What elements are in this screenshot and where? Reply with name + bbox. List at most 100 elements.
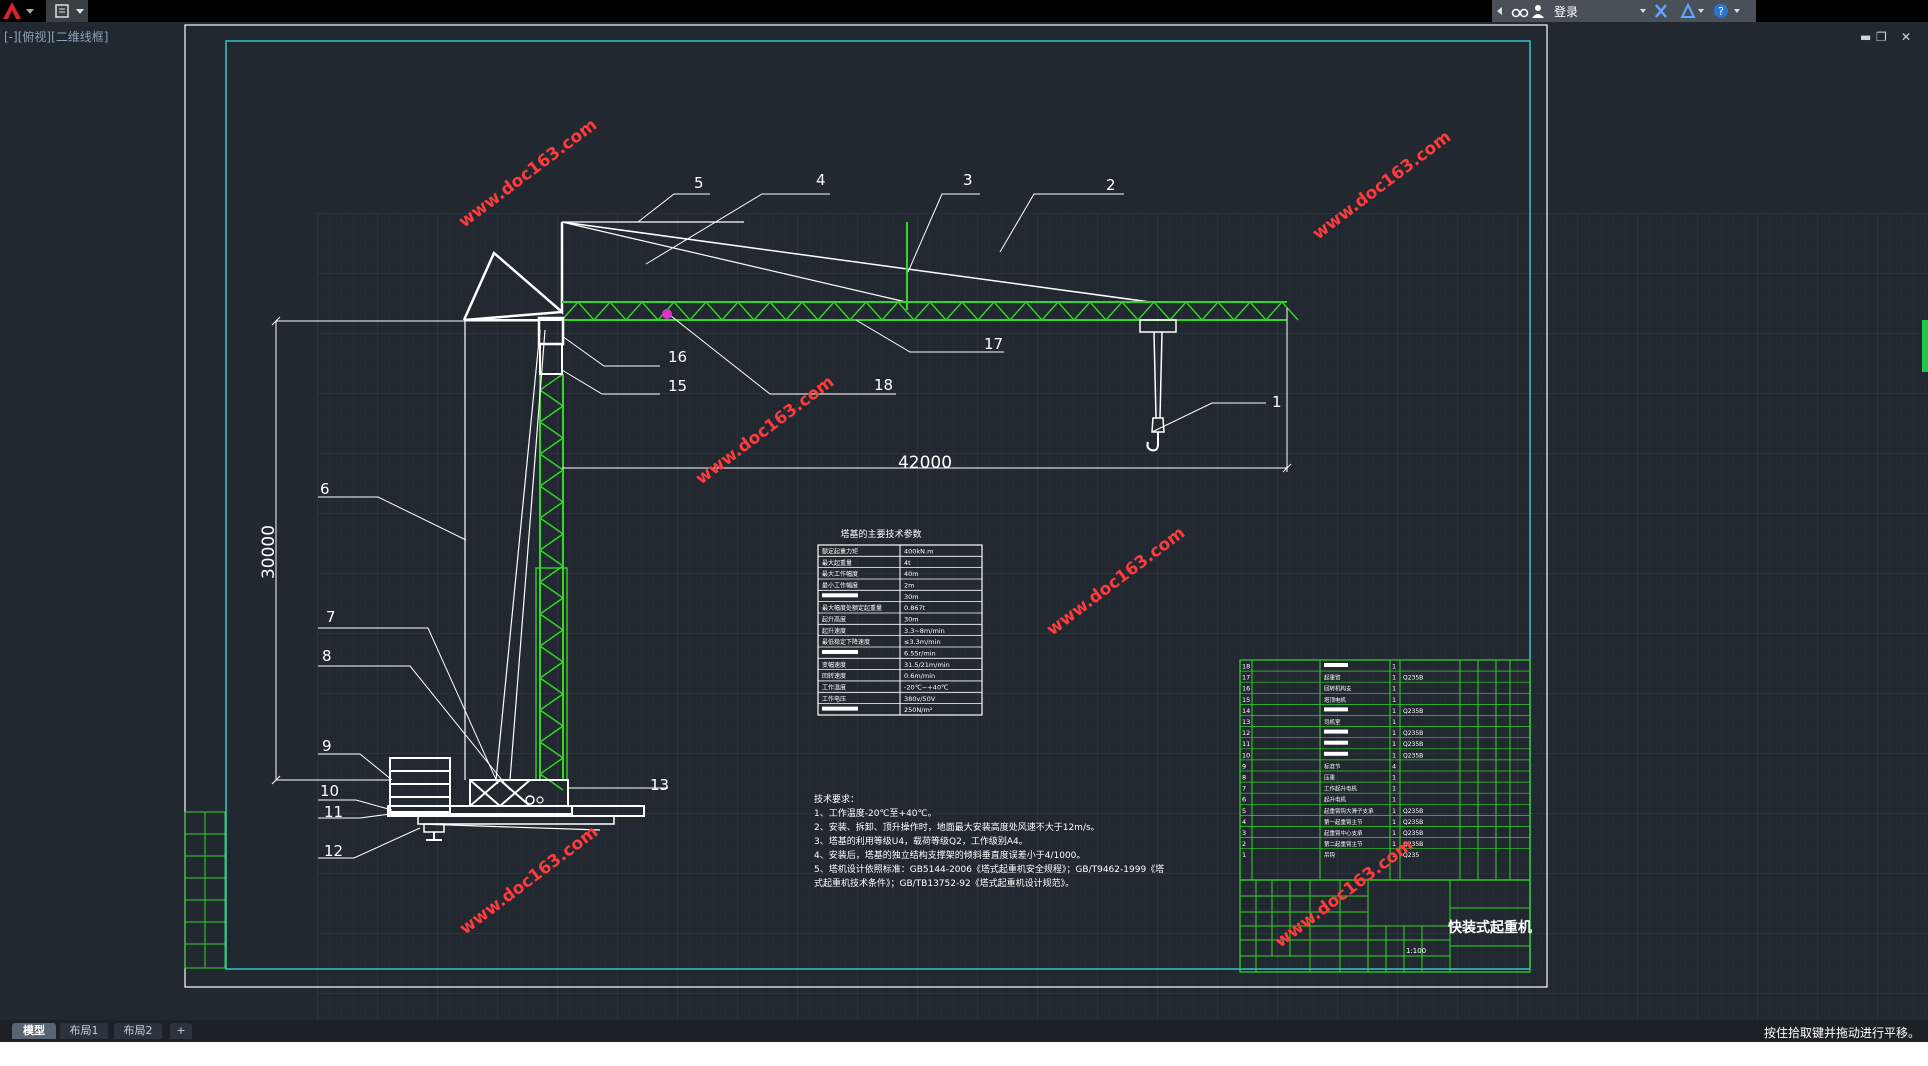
document-edit-icon	[55, 4, 84, 18]
svg-text:18: 18	[874, 376, 893, 394]
close-icon[interactable]: ✕	[1901, 30, 1912, 44]
svg-text:10: 10	[320, 782, 339, 800]
exchange-x-icon	[1655, 4, 1667, 18]
viewport-controls-label[interactable]: [-][俯视][二维线框]	[4, 30, 109, 44]
param-value: 30m	[904, 615, 919, 623]
bom-material: Q235B	[1403, 741, 1423, 748]
hoist-rope-1	[1153, 331, 1157, 419]
leader-lines	[318, 193, 1266, 859]
param-value: 2m	[904, 581, 914, 589]
svg-text:4、安装后，塔基的独立结构支撑架的倾斜垂直度误差小于4/10: 4、安装后，塔基的独立结构支撑架的倾斜垂直度误差小于4/1000。	[814, 849, 1085, 861]
bom-name: 第二起重臂主节	[1324, 840, 1363, 848]
quick-access-toolbar[interactable]	[46, 0, 88, 22]
svg-text:6: 6	[320, 480, 330, 498]
svg-text:技术要求：: 技术要求：	[814, 793, 859, 805]
param-label: 最小工作幅度	[822, 581, 858, 589]
callout-18-marker	[662, 309, 672, 319]
bom-material: Q235B	[1403, 708, 1423, 715]
bom-qty: 1	[1392, 785, 1396, 793]
hook	[1146, 432, 1159, 452]
param-value: 400kN.m	[904, 548, 933, 556]
bom-qty: 1	[1392, 663, 1396, 671]
bom-number: 10	[1242, 751, 1250, 759]
param-label: 变幅速度	[822, 661, 846, 669]
tab-model[interactable]: 模型	[12, 1023, 56, 1039]
dimension-height	[271, 316, 540, 785]
chassis	[387, 757, 645, 841]
bom-number: 15	[1242, 696, 1250, 704]
param-table-title: 塔基的主要技术参数	[840, 528, 921, 540]
restore-icon[interactable]: ❐	[1876, 30, 1887, 44]
bom-number: 12	[1242, 729, 1250, 737]
vertical-scrollbar-thumb[interactable]	[1922, 320, 1928, 372]
tab-layout1[interactable]: 布局1	[60, 1023, 108, 1039]
bom-name: 工作起升电机	[1324, 785, 1358, 793]
grid-major	[317, 213, 1928, 1020]
svg-text:?: ?	[1718, 5, 1724, 18]
param-value: 30m	[904, 593, 919, 601]
bom-number: 3	[1242, 829, 1246, 837]
bom-qty: 1	[1392, 674, 1396, 682]
binoculars-icon	[1511, 8, 1529, 18]
jib-tie-rod-inner	[561, 221, 907, 303]
param-label: 起升高度	[822, 615, 846, 623]
param-label: 最大幅度处额定起重量	[822, 604, 882, 612]
param-label: 工作温度	[822, 683, 846, 691]
status-bar	[0, 1042, 1928, 1066]
hook-block	[1151, 417, 1165, 433]
drawing-canvas[interactable]: 30000 42000 1	[0, 22, 1928, 1020]
user-icon	[1532, 5, 1544, 18]
param-label: 最大起重量	[822, 559, 852, 567]
drawing-frame	[225, 40, 1531, 970]
bom-name: 吊钩	[1324, 851, 1336, 859]
minimize-icon[interactable]: ▬	[1860, 30, 1872, 44]
bom-number: 8	[1242, 774, 1246, 782]
bom-number: 2	[1242, 840, 1246, 848]
svg-text:5、塔机设计依照标准：GB5144-2006《塔式起重机安全: 5、塔机设计依照标准：GB5144-2006《塔式起重机安全规程》；GB/T94…	[814, 863, 1164, 875]
svg-text:13: 13	[650, 776, 669, 794]
bom-name: 司机室	[1324, 718, 1341, 726]
autodesk-a360-icon	[1680, 2, 1696, 18]
trolley	[1139, 319, 1177, 333]
bom-name: 回转机构支	[1324, 685, 1352, 693]
bom-qty: 1	[1392, 740, 1396, 748]
bom-qty: 1	[1392, 707, 1396, 715]
bom-qty: 1	[1392, 729, 1396, 737]
login-label[interactable]: 登录	[1554, 5, 1579, 19]
infocenter-toolbar: ? 登录	[1492, 0, 1756, 22]
param-value: 0.867t	[904, 604, 926, 612]
svg-text:17: 17	[984, 335, 1003, 353]
param-label: 额定起重力矩	[822, 548, 858, 556]
add-layout-button[interactable]: +	[170, 1023, 192, 1039]
svg-text:8: 8	[322, 647, 332, 665]
tab-layout2[interactable]: 布局2	[114, 1023, 162, 1039]
bom-material: Q235B	[1403, 830, 1423, 837]
left-tag-column	[184, 811, 226, 969]
bom-qty: 1	[1392, 818, 1396, 826]
bom-number: 4	[1242, 818, 1246, 826]
param-value: 3.3~8m/min	[904, 627, 945, 635]
technical-requirements: 技术要求： 1、工作温度-20℃至+40℃。 2、安装、拆卸、顶升操作时，地面最…	[814, 793, 1164, 889]
counter-stay-3	[509, 329, 546, 781]
svg-text:2: 2	[1106, 176, 1116, 194]
autocad-logo-icon	[3, 2, 34, 19]
slewing-ring	[539, 343, 563, 375]
application-menu-button[interactable]	[0, 0, 44, 22]
param-value: 4t	[904, 559, 911, 567]
bom-qty: 1	[1392, 807, 1396, 815]
bom-material: Q235B	[1403, 808, 1423, 815]
bom-qty: 1	[1392, 685, 1396, 693]
drawing-scale: 1:100	[1406, 947, 1426, 955]
bom-number: 6	[1242, 796, 1246, 804]
bom-number: 9	[1242, 762, 1246, 770]
bom-qty: 1	[1392, 840, 1396, 848]
bom-qty: 1	[1392, 696, 1396, 704]
param-value: 31.5/21m/min	[904, 661, 950, 669]
bom-name: 起重臂	[1324, 674, 1341, 682]
param-value: 0.6m/min	[904, 672, 935, 680]
param-value: -20℃~+40℃	[904, 683, 948, 691]
svg-text:12: 12	[324, 842, 343, 860]
bom-name: 塔顶电机	[1324, 696, 1347, 704]
param-value: 380v/50V	[904, 695, 936, 703]
